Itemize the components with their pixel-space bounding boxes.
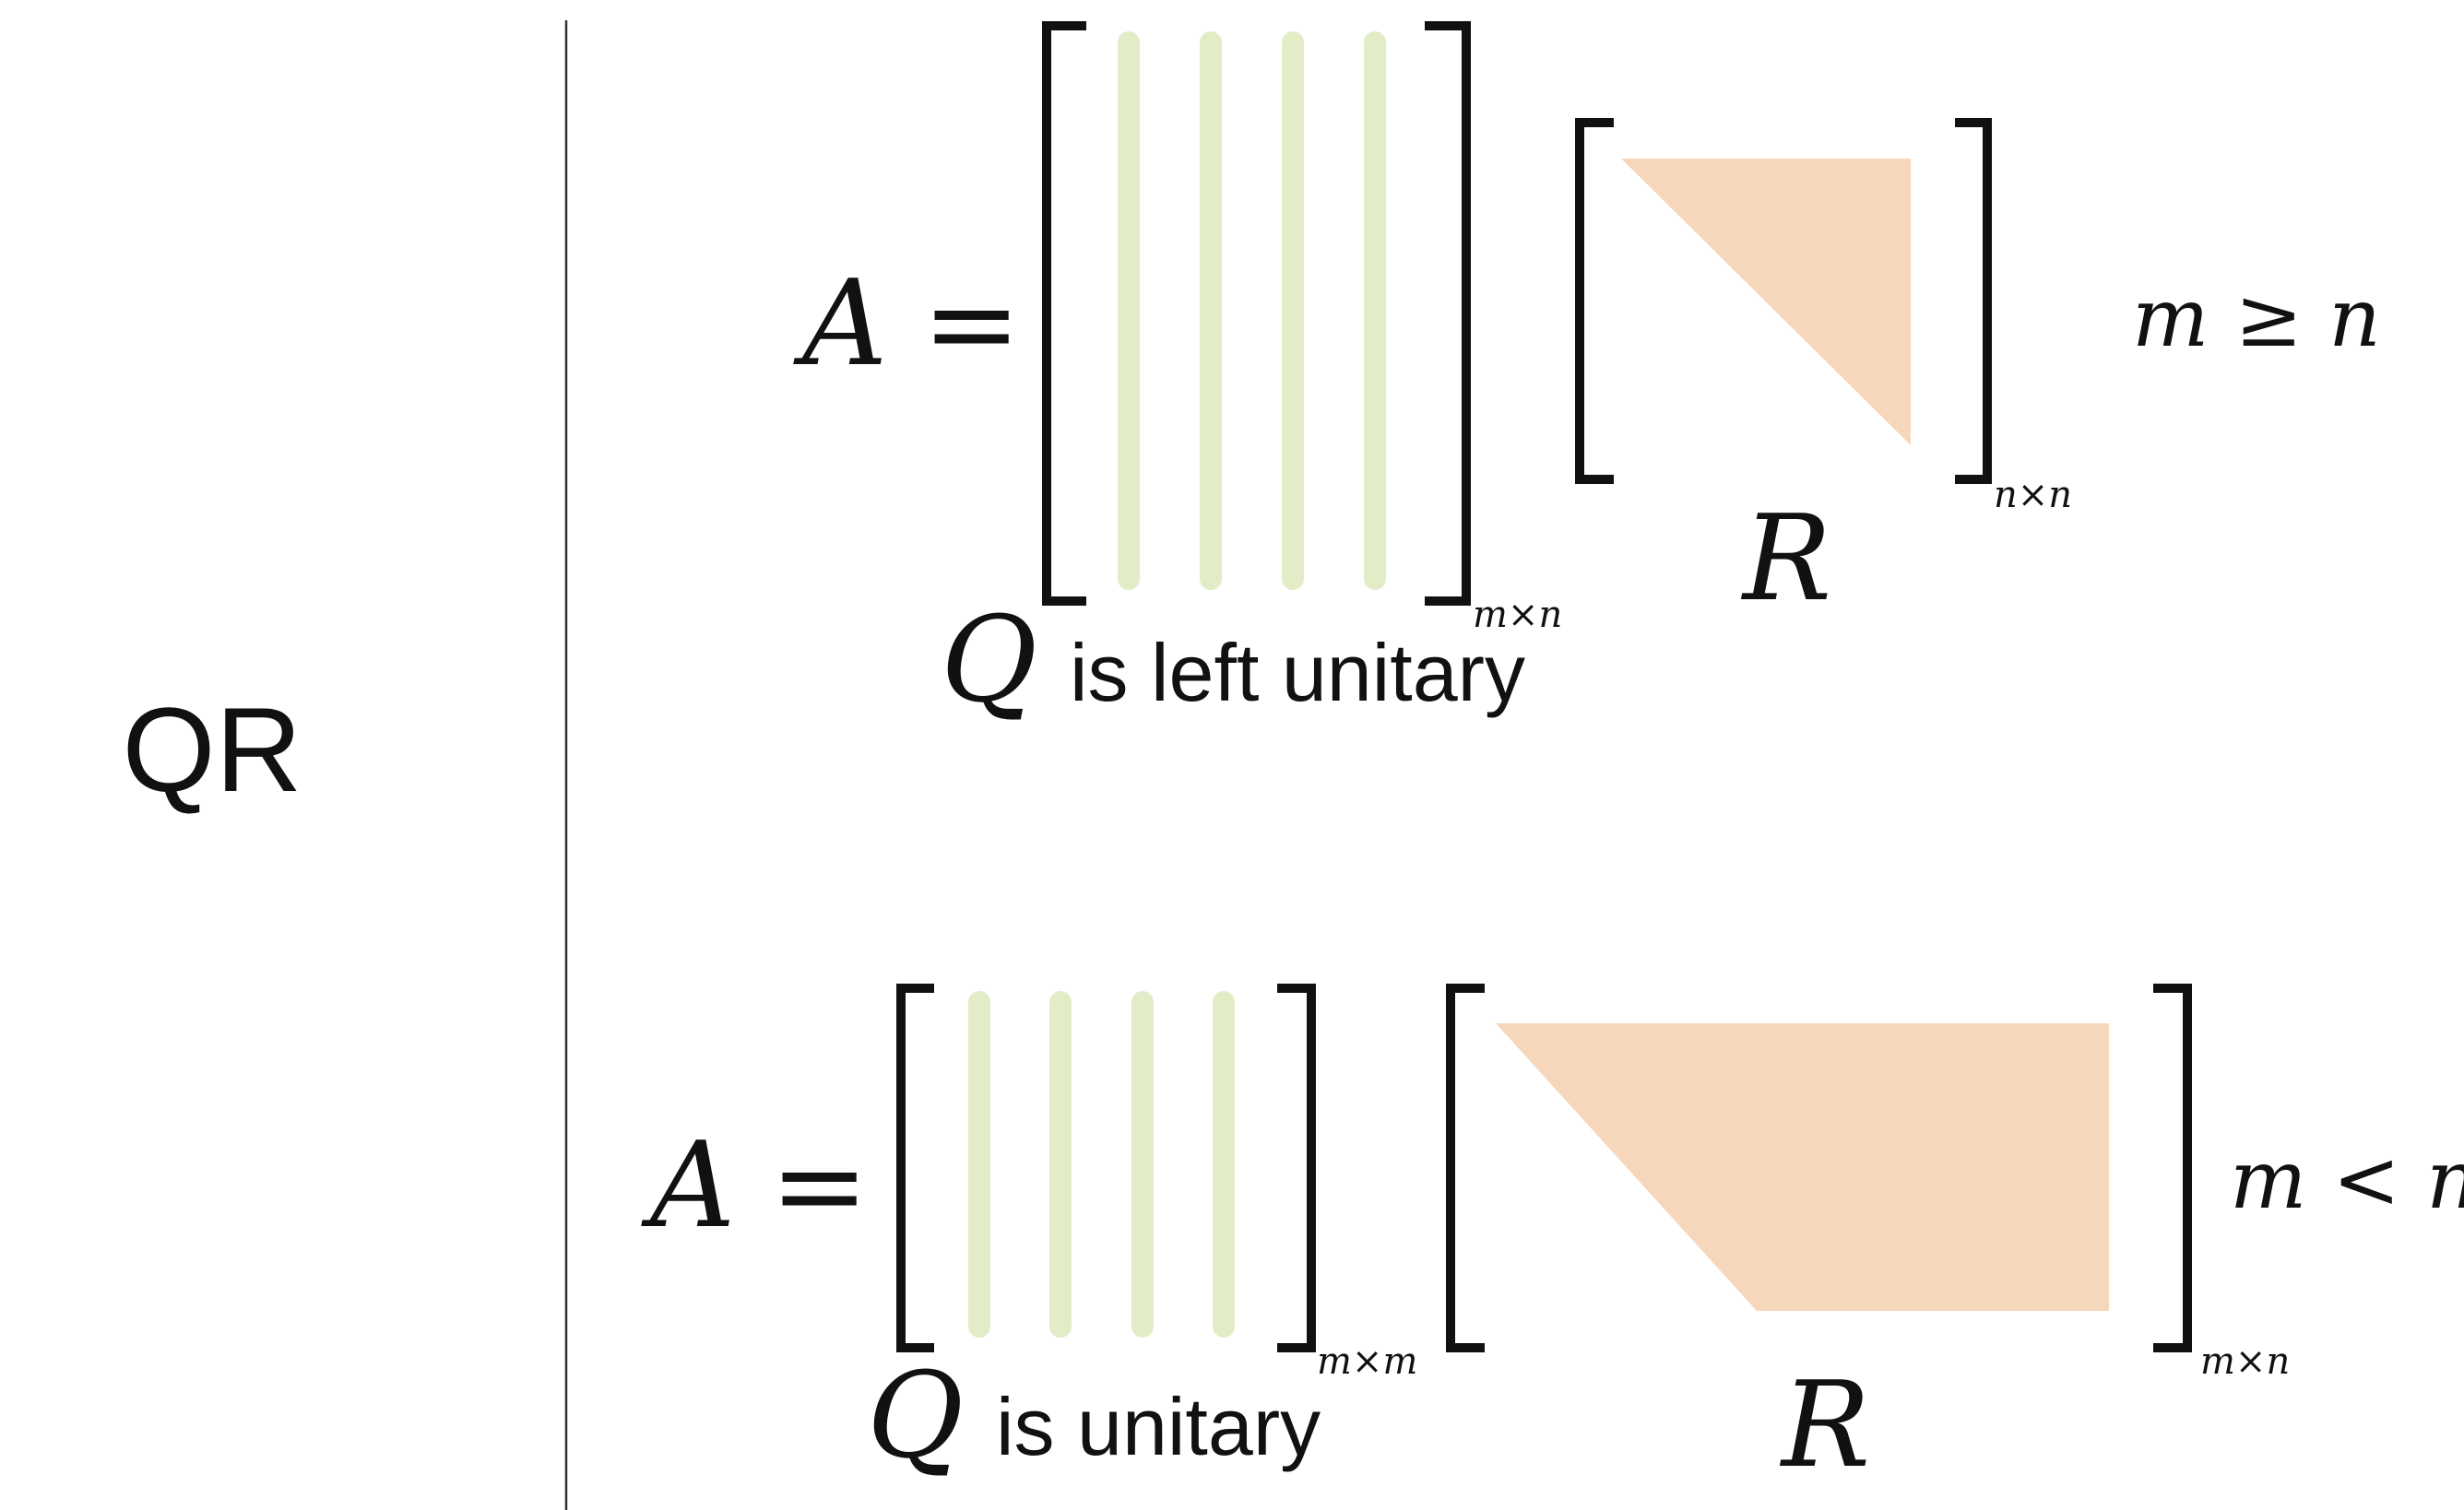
- case-wide: A = m×m Q is unitary m×n R m < n: [641, 984, 2464, 1494]
- r-dims: n×n: [1994, 474, 2072, 516]
- q-matrix: m×m: [896, 984, 1417, 1383]
- q-column: [1131, 991, 1154, 1338]
- right-bracket: [1277, 984, 1316, 1352]
- condition: m ≥ n: [2132, 270, 2381, 365]
- equals-sign: =: [922, 255, 1021, 393]
- lhs-A: A: [793, 255, 887, 393]
- q-column: [1282, 31, 1304, 590]
- q-caption: is left unitary: [1070, 627, 1525, 718]
- lhs-A: A: [641, 1117, 735, 1255]
- q-column: [1118, 31, 1140, 590]
- q-dims: m×m: [1317, 1340, 1417, 1383]
- r-upper-trapezoid: [1496, 1023, 2109, 1311]
- r-upper-triangle: [1621, 159, 1911, 445]
- r-matrix: m×n: [1446, 984, 2290, 1383]
- q-symbol: Q: [867, 1348, 964, 1485]
- r-symbol: R: [1741, 490, 1831, 628]
- condition: m < n: [2230, 1132, 2464, 1227]
- left-bracket: [1575, 118, 1614, 484]
- r-dims: m×n: [2200, 1340, 2290, 1383]
- q-dims: m×n: [1473, 594, 1562, 636]
- left-bracket: [896, 984, 934, 1352]
- row-label: QR: [123, 682, 302, 817]
- r-symbol: R: [1780, 1357, 1870, 1494]
- q-column: [968, 991, 990, 1338]
- left-bracket: [1446, 984, 1485, 1352]
- q-column: [1049, 991, 1072, 1338]
- right-bracket: [1955, 118, 1992, 484]
- r-matrix: n×n: [1575, 118, 2072, 516]
- right-bracket: [2153, 984, 2192, 1352]
- equals-sign: =: [770, 1117, 869, 1255]
- case-tall: A = m×n Q is left unitary n×n R m ≥ n: [793, 21, 2381, 729]
- right-bracket: [1425, 21, 1471, 606]
- q-symbol: Q: [941, 592, 1037, 729]
- q-caption: is unitary: [996, 1381, 1321, 1472]
- left-bracket: [1042, 21, 1086, 606]
- q-column: [1213, 991, 1235, 1338]
- q-matrix: m×n: [1042, 21, 1562, 636]
- q-column: [1364, 31, 1386, 590]
- q-column: [1200, 31, 1222, 590]
